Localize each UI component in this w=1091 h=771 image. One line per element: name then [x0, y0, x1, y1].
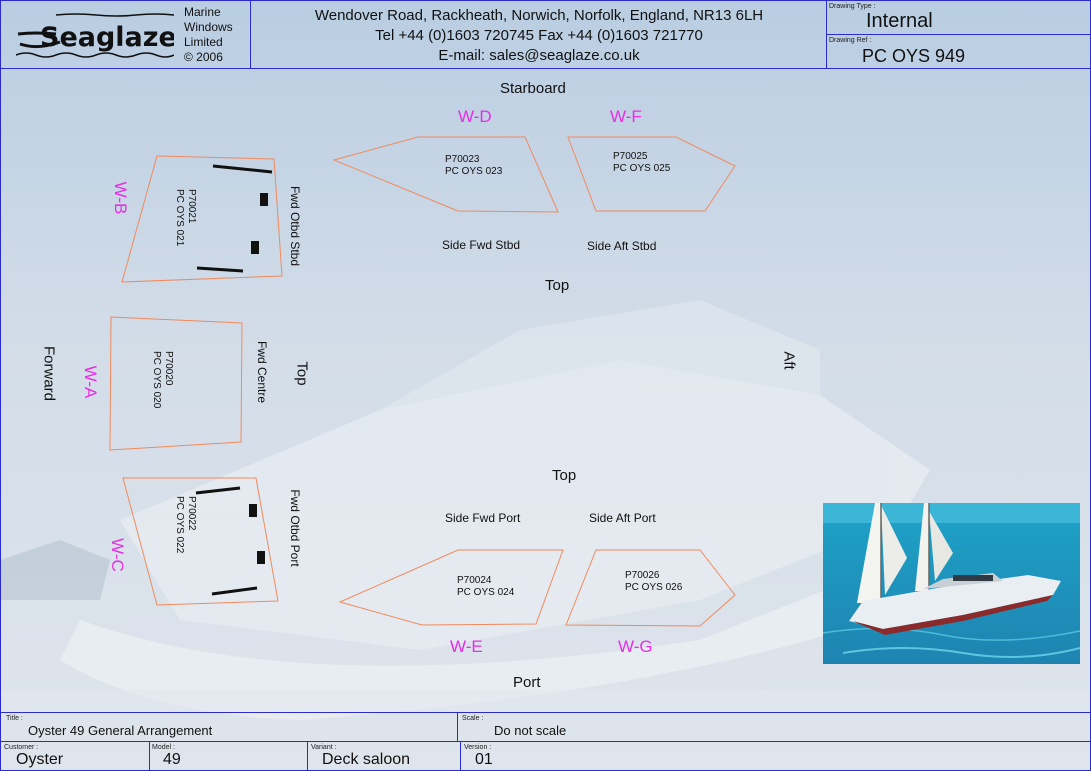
window-id-w-d: W-D [458, 107, 492, 126]
customer-label: Customer : [4, 744, 39, 751]
company-email[interactable]: E-mail: sales@seaglaze.co.uk [438, 47, 640, 64]
version-value: 01 [475, 751, 493, 768]
window-id-w-e: W-E [450, 637, 483, 656]
hinge-bar [196, 266, 244, 273]
drawing-type-label: Drawing Type : [829, 3, 876, 10]
aft-label: Aft [780, 351, 798, 370]
hinge-bar [195, 486, 241, 495]
scale-value: Do not scale [494, 723, 567, 738]
model-label: Model : [152, 744, 175, 751]
window-outline-w-b [121, 155, 283, 283]
contact-block: Wendover Road, Rackheath, Norwich, Norfo… [251, 6, 827, 66]
starboard-label: Starboard [500, 80, 566, 97]
window-outline-w-d [332, 136, 559, 213]
company-address: Wendover Road, Rackheath, Norwich, Norfo… [314, 7, 764, 24]
forward-label: Forward [40, 345, 58, 401]
title-value: Oyster 49 General Arrangement [28, 723, 213, 738]
title-label: Title : [6, 715, 23, 722]
catch-set [249, 193, 268, 564]
drawing-ref-value: PC OYS 949 [862, 46, 966, 66]
drawing-ref-label: Drawing Ref : [829, 37, 872, 44]
window-outline-w-a [109, 316, 243, 451]
window-outline-w-f [567, 136, 736, 212]
port-label: Port [513, 674, 541, 691]
hinge-bar [212, 164, 273, 174]
catch-icon [251, 241, 259, 254]
position-w-e: Side Fwd Port [445, 511, 521, 525]
logo-wordmark: Seaglaze [40, 22, 174, 53]
top-label-vertical: Top [293, 361, 311, 386]
catch-icon [257, 551, 265, 564]
variant-value: Deck saloon [322, 751, 411, 768]
hinge-bar [211, 586, 258, 596]
position-w-a: Fwd Centre [255, 340, 269, 404]
company-name-line: Windows [184, 20, 233, 34]
position-w-d: Side Fwd Stbd [442, 238, 521, 252]
company-name-line: Marine [184, 5, 221, 19]
copyright-line: © 2006 [184, 50, 223, 64]
window-outline-w-g [565, 549, 736, 627]
window-outline-w-e [338, 549, 564, 626]
hinge-set [195, 164, 273, 596]
seaglaze-logo: Seaglaze [16, 13, 174, 58]
drawing-type-value: Internal [866, 10, 933, 32]
window-id-w-f: W-F [610, 107, 642, 126]
model-value: 49 [163, 751, 181, 768]
customer-value: Oyster [16, 751, 64, 768]
version-label: Version : [464, 744, 492, 751]
catch-icon [249, 504, 257, 517]
position-w-g: Side Aft Port [589, 511, 656, 525]
scale-label: Scale : [462, 715, 484, 722]
window-id-w-g: W-G [618, 637, 653, 656]
catch-icon [260, 193, 268, 206]
window-id-w-b: W-B [111, 181, 130, 215]
window-id-w-c: W-C [108, 538, 127, 572]
variant-label: Variant : [311, 744, 337, 751]
position-w-b: Fwd Otbd Stbd [288, 185, 302, 267]
top-label-lower: Top [552, 467, 577, 484]
yacht-photo [823, 503, 1080, 664]
company-name-line: Limited [184, 35, 223, 49]
yacht-watermark [60, 300, 930, 720]
company-phone: Tel +44 (0)1603 720745 Fax +44 (0)1603 7… [375, 27, 703, 44]
window-outline-w-c [122, 477, 279, 606]
version-box [460, 741, 1091, 771]
position-w-c: Fwd Otbd Port [288, 489, 302, 567]
position-w-f: Side Aft Stbd [587, 239, 657, 253]
top-label-upper: Top [545, 277, 570, 294]
window-id-w-a: W-A [81, 365, 100, 399]
company-name: Marine Windows Limited © 2006 [184, 5, 233, 65]
